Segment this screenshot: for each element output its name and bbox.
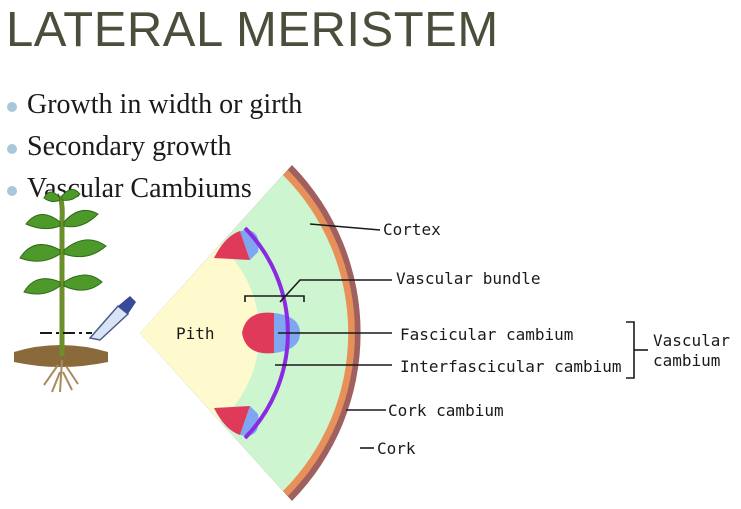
leaves-icon xyxy=(19,189,107,295)
pith-region xyxy=(140,245,260,421)
label-vascular-cambium-line2: cambium xyxy=(653,351,720,370)
stem-icon xyxy=(57,195,65,356)
bullet-text: Growth in width or girth xyxy=(27,89,303,120)
roots-icon xyxy=(43,359,79,393)
bullet-item-growth-width: Growth in width or girth xyxy=(6,84,302,126)
bullet-list: Growth in width or girth Secondary growt… xyxy=(6,84,302,210)
label-interfascicular-cambium: Interfascicular cambium xyxy=(400,357,622,376)
knife-icon xyxy=(88,296,136,341)
label-vascular-cambium-line1: Vascular xyxy=(653,331,730,350)
bullet-icon xyxy=(7,186,17,196)
leader-lines xyxy=(244,223,648,449)
label-vascular-bundle: Vascular bundle xyxy=(396,269,541,288)
label-fascicular-cambium: Fascicular cambium xyxy=(400,325,573,344)
bullet-icon xyxy=(7,144,17,154)
slide-title: LATERAL MERISTEM xyxy=(6,3,499,57)
label-cork-cambium: Cork cambium xyxy=(388,401,504,420)
label-cortex: Cortex xyxy=(383,220,441,239)
label-cork: Cork xyxy=(377,439,416,458)
bullet-item-secondary-growth: Secondary growth xyxy=(6,126,302,168)
cross-section-wedge: Pith xyxy=(140,165,361,501)
bullet-text: Secondary growth xyxy=(27,131,232,162)
bullet-icon xyxy=(7,102,17,112)
label-pith: Pith xyxy=(176,324,215,343)
plant-illustration xyxy=(14,189,136,393)
